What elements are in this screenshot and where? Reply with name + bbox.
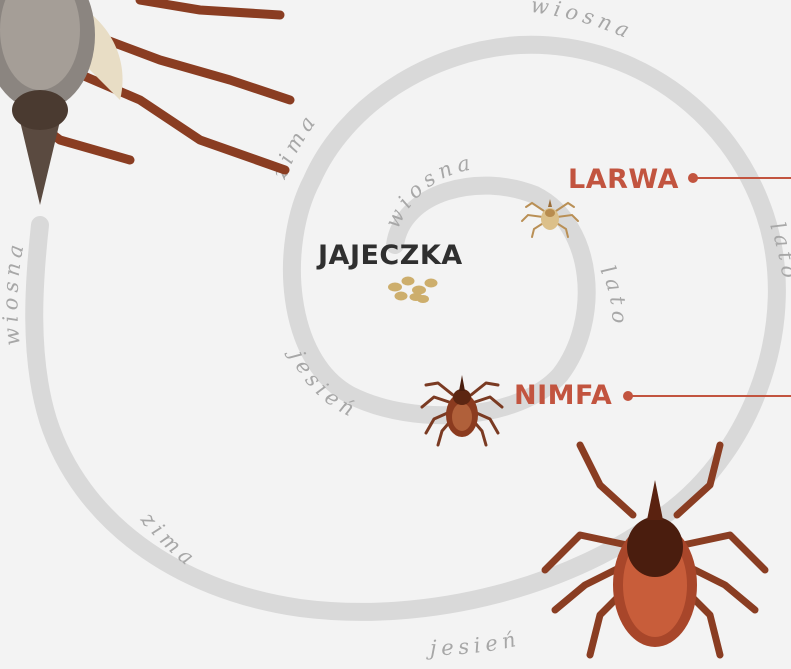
- season-label-spring-outer: wiosna: [0, 238, 29, 347]
- egg-cluster-icon: [388, 277, 438, 304]
- stage-label-nymph: NIMFA: [514, 380, 612, 411]
- adult-tick-icon: [545, 445, 765, 655]
- season-label-autumn-outer: jesień: [426, 626, 523, 660]
- season-label-autumn-inner: jesień: [284, 343, 363, 423]
- engorged-tick-icon: [0, 0, 290, 205]
- stage-label-larva: LARWA: [568, 164, 679, 195]
- season-label-summer-inner: lato: [596, 262, 632, 328]
- stage-label-egg: JAJECZKA: [316, 240, 463, 271]
